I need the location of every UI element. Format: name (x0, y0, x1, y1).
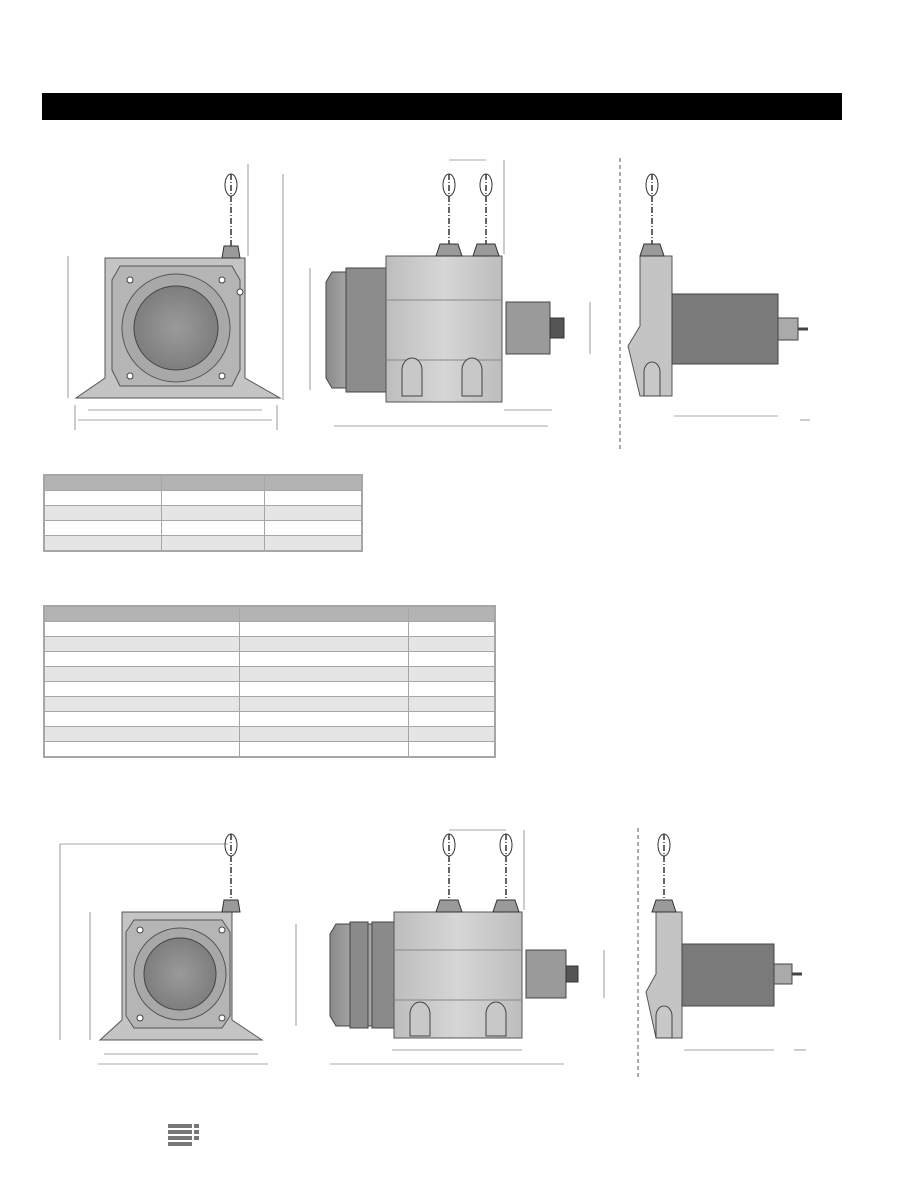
side-view-upper (282, 159, 591, 427)
table-header-cell (264, 474, 363, 491)
table-row (43, 741, 496, 758)
brand-logo-icon (168, 1124, 199, 1146)
table-header-cell (408, 605, 496, 622)
table-row (43, 651, 496, 667)
table-row (43, 681, 496, 697)
spec-table-large (43, 605, 496, 758)
side-view-lower (295, 829, 605, 1065)
header-bar (42, 93, 842, 120)
table-row (43, 696, 496, 712)
table-row (43, 621, 496, 637)
rear-view-upper (619, 158, 810, 452)
rear-view-lower (637, 828, 806, 1080)
table-row (43, 490, 363, 506)
table-header-cell (43, 605, 240, 622)
table-row (43, 520, 363, 536)
table-header-cell (43, 474, 162, 491)
table-row (43, 505, 363, 521)
front-view-lower (59, 833, 268, 1065)
table-row (43, 535, 363, 552)
table-row (43, 666, 496, 682)
upper-dimension-drawings (67, 158, 810, 452)
lower-dimension-drawings (59, 828, 806, 1080)
spec-table-small (43, 474, 363, 552)
table-header-cell (161, 474, 265, 491)
table-header-cell (239, 605, 409, 622)
table-row (43, 636, 496, 652)
front-view-upper (67, 164, 282, 430)
table-row (43, 726, 496, 742)
table-row (43, 711, 496, 727)
